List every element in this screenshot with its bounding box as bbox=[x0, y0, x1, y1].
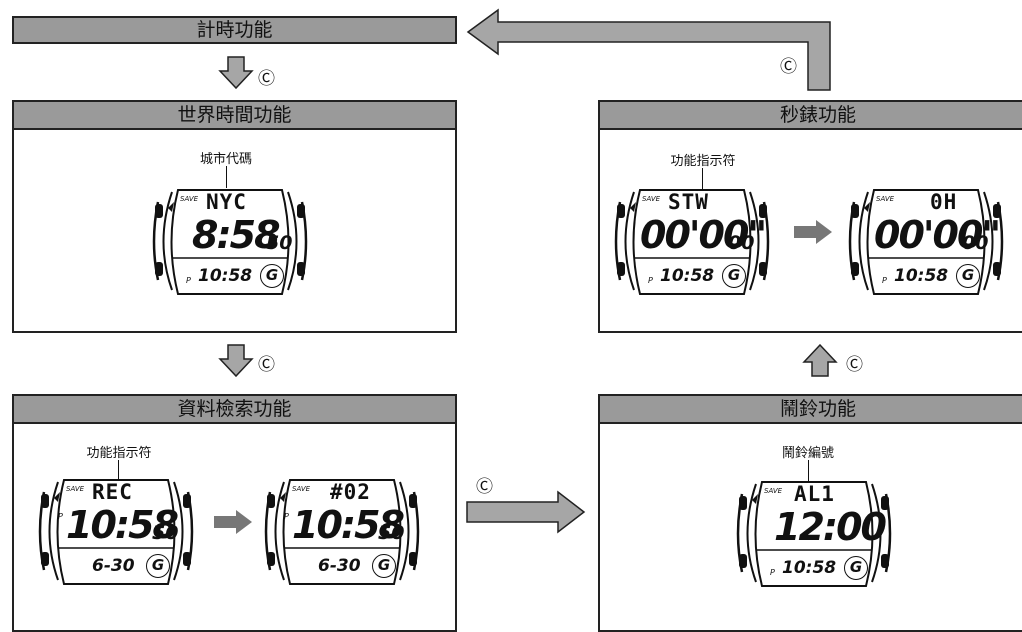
right-arrow bbox=[794, 220, 832, 244]
timekeeping-title: 計時功能 bbox=[12, 16, 457, 44]
alarm-title: 鬧鈴功能 bbox=[598, 394, 1022, 424]
alarm-time: 12:00 bbox=[774, 505, 887, 549]
seconds: 50 bbox=[378, 522, 405, 544]
g-logo-icon: G bbox=[372, 554, 396, 578]
hour-indicator: 0H bbox=[930, 190, 958, 214]
elapsed-time: 00'00" bbox=[640, 213, 767, 257]
pm-indicator: P bbox=[648, 276, 653, 285]
g-logo-icon: G bbox=[956, 264, 980, 288]
stopwatch-title: 秒錶功能 bbox=[598, 100, 1022, 130]
watch-display: SAVE REC P 10:58 50 6-30 G bbox=[36, 472, 196, 590]
g-logo-icon: G bbox=[722, 264, 746, 288]
watch-display: SAVE NYC 8:58 50 P 10:58 G bbox=[150, 182, 310, 300]
down-arrow bbox=[218, 56, 254, 90]
button-c-label: Ⓒ bbox=[258, 69, 275, 89]
sub-display: 10:58 bbox=[894, 266, 949, 286]
watch-display: SAVE AL1 12:00 P 10:58 G bbox=[734, 474, 894, 592]
data-recall-title: 資料檢索功能 bbox=[12, 394, 457, 424]
callout-label: 鬧鈴編號 bbox=[781, 446, 834, 461]
return-arrow bbox=[466, 8, 831, 91]
date-display: 6-30 bbox=[92, 556, 135, 576]
mode-indicator: REC bbox=[92, 480, 133, 504]
main-time: 10:58 bbox=[66, 503, 179, 547]
main-time: 10:58 bbox=[292, 503, 405, 547]
callout-label: 功能指示符 bbox=[670, 154, 736, 169]
callout-line bbox=[226, 166, 227, 188]
sub-display: 10:58 bbox=[782, 558, 837, 578]
pm-indicator: P bbox=[882, 276, 887, 285]
g-logo-icon: G bbox=[844, 556, 868, 580]
world-time-title: 世界時間功能 bbox=[12, 100, 457, 130]
pm-indicator: P bbox=[770, 568, 775, 577]
save-indicator: SAVE bbox=[66, 485, 85, 493]
date-display: 6-30 bbox=[318, 556, 361, 576]
button-c-label: Ⓒ bbox=[476, 477, 493, 497]
sub-display: 10:58 bbox=[660, 266, 715, 286]
save-indicator: SAVE bbox=[180, 195, 199, 203]
seconds: 50 bbox=[152, 522, 179, 544]
watch-display: SAVE 0H 00'00" 00 P 10:58 G bbox=[846, 182, 1006, 300]
callout-line bbox=[118, 460, 119, 480]
hundredths: 00 bbox=[728, 232, 755, 254]
save-indicator: SAVE bbox=[876, 195, 895, 203]
record-number: #02 bbox=[330, 480, 371, 504]
g-logo-icon: G bbox=[260, 264, 284, 288]
watch-display: SAVE #02 P 10:58 50 6-30 G bbox=[262, 472, 422, 590]
elapsed-time: 00'00" bbox=[874, 213, 1001, 257]
hundredths: 00 bbox=[962, 232, 989, 254]
pm-indicator: P bbox=[284, 512, 289, 521]
g-logo-icon: G bbox=[146, 554, 170, 578]
main-time: 8:58 bbox=[192, 213, 281, 257]
right-arrow bbox=[214, 510, 252, 534]
button-c-label: Ⓒ bbox=[846, 355, 863, 375]
alarm-number: AL1 bbox=[794, 482, 835, 506]
callout-line bbox=[808, 460, 809, 482]
save-indicator: SAVE bbox=[642, 195, 661, 203]
button-c-label: Ⓒ bbox=[780, 57, 797, 77]
right-arrow bbox=[466, 490, 586, 534]
callout-label: 功能指示符 bbox=[86, 446, 152, 461]
pm-indicator: P bbox=[186, 276, 191, 285]
save-indicator: SAVE bbox=[764, 487, 783, 495]
seconds: 50 bbox=[266, 232, 293, 254]
down-arrow bbox=[218, 344, 254, 378]
button-c-label: Ⓒ bbox=[258, 355, 275, 375]
up-arrow bbox=[802, 344, 838, 377]
save-indicator: SAVE bbox=[292, 485, 311, 493]
callout-line bbox=[702, 168, 703, 190]
watch-display: SAVE STW 00'00" 00 P 10:58 G bbox=[612, 182, 772, 300]
pm-indicator: P bbox=[58, 512, 63, 521]
sub-display: 10:58 bbox=[198, 266, 253, 286]
city-code: NYC bbox=[206, 190, 247, 214]
mode-indicator: STW bbox=[668, 190, 709, 214]
callout-label: 城市代碼 bbox=[199, 152, 252, 167]
